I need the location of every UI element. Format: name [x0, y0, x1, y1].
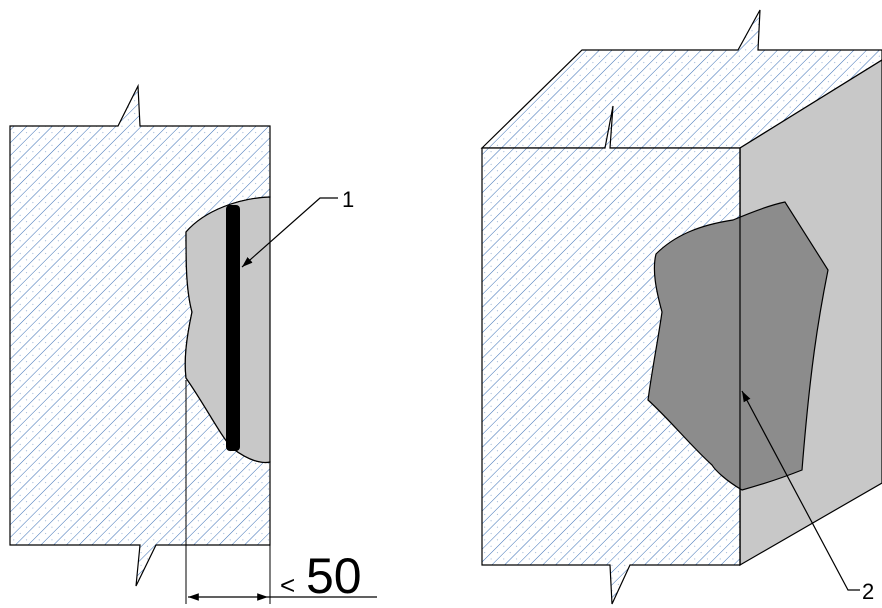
- callout-1-label: 1: [342, 187, 354, 212]
- callout-2-leader: [741, 390, 860, 591]
- right-block: 2: [480, 9, 882, 605]
- exposed-rebar: [226, 205, 240, 451]
- left-section: < 50 1: [9, 83, 377, 604]
- dim-prefix: <: [280, 570, 295, 600]
- callout-2-label: 2: [862, 579, 874, 604]
- damage-area: [647, 201, 829, 491]
- callout-1-leader: [241, 197, 338, 268]
- dim-value: 50: [306, 548, 362, 604]
